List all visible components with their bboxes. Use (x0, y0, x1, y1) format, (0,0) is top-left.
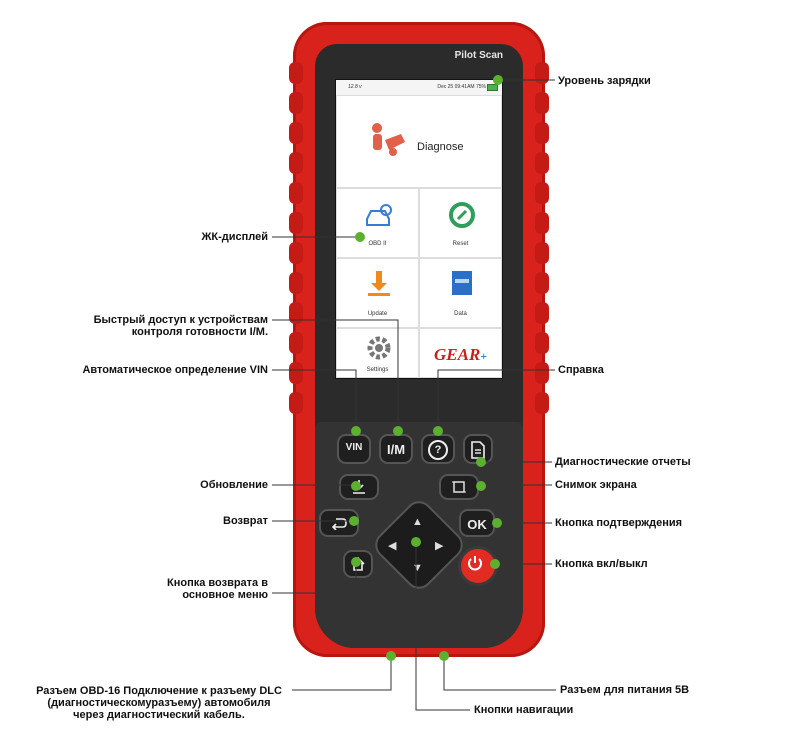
label-battery-level: Уровень зарядки (558, 75, 651, 87)
power-icon (468, 556, 482, 571)
update-button[interactable] (339, 474, 379, 500)
report-button[interactable] (463, 434, 493, 464)
power-button[interactable] (458, 546, 498, 586)
gear-icon (367, 336, 391, 360)
voltage-readout: 12.8 v (348, 84, 362, 90)
scanner-device: Pilot Scan 12.8 v Dec 25 09:41AM 75% Dia… (289, 22, 549, 657)
tile-settings[interactable]: Settings (336, 328, 419, 378)
back-button[interactable] (319, 509, 359, 537)
arrow-right-icon[interactable]: ▶ (435, 540, 444, 552)
tile-obd2[interactable]: OBD II (336, 188, 419, 258)
label-nav-buttons: Кнопки навигации (474, 704, 574, 716)
label-home: Кнопка возврата в основное меню (167, 577, 268, 601)
tile-label-reset: Reset (452, 241, 469, 247)
label-lcd: ЖК-дисплей (201, 231, 268, 243)
label-vin-auto: Автоматическое определение VIN (82, 364, 268, 376)
label-update: Обновление (200, 479, 268, 491)
label-help: Справка (558, 364, 604, 376)
reset-wrench-icon (449, 202, 475, 228)
label-diag-reports: Диагностические отчеты (555, 456, 691, 468)
lcd-screen: 12.8 v Dec 25 09:41AM 75% Diagnose (335, 79, 503, 379)
home-button[interactable] (343, 550, 373, 578)
tile-label-obd2: OBD II (368, 241, 387, 247)
label-confirm: Кнопка подтверждения (555, 517, 683, 529)
label-back: Возврат (223, 515, 268, 527)
download-icon (353, 480, 365, 494)
brand-label: Pilot Scan (454, 50, 503, 61)
document-icon (471, 441, 485, 459)
label-screenshot: Снимок экрана (555, 479, 637, 491)
label-power-port: Разъем для питания 5В (560, 684, 690, 696)
tile-diagnose[interactable]: Diagnose (336, 95, 502, 188)
help-button[interactable]: ? (421, 434, 455, 464)
help-icon: ? (428, 440, 448, 460)
download-icon (368, 271, 390, 296)
tile-label-update: Update (367, 311, 388, 317)
data-book-icon (452, 271, 472, 295)
home-icon (351, 556, 365, 571)
tile-data[interactable]: Data (419, 258, 502, 328)
status-time: Dec 25 09:41AM 75% (437, 84, 486, 90)
battery-icon (487, 84, 498, 91)
vin-button[interactable]: VIN (337, 434, 371, 464)
label-im-quick: Быстрый доступ к устройствам контроля го… (93, 314, 268, 338)
tile-label-settings: Settings (366, 367, 389, 373)
car-search-icon (366, 204, 392, 226)
tile-label-data: Data (454, 311, 467, 317)
tile-update[interactable]: Update (336, 258, 419, 328)
screenshot-icon (452, 481, 466, 493)
mechanic-car-icon (372, 123, 405, 156)
tile-reset[interactable]: Reset (419, 188, 502, 258)
arrow-left-icon[interactable]: ◀ (388, 540, 397, 552)
tile-label-diagnose: Diagnose (417, 141, 464, 153)
gear-plus-logo: GEAR+ (434, 345, 488, 364)
back-arrow-icon (331, 518, 347, 531)
im-button[interactable]: I/M (379, 434, 413, 464)
tile-gear-plus[interactable]: GEAR+ (419, 328, 502, 378)
label-power: Кнопка вкл/выкл (555, 558, 648, 570)
arrow-down-icon[interactable]: ▼ (412, 562, 423, 574)
status-bar: 12.8 v Dec 25 09:41AM 75% (336, 80, 502, 94)
label-obd-port: Разъем OBD-16 Подключение к разъему DLC … (36, 685, 282, 721)
screenshot-button[interactable] (439, 474, 479, 500)
ok-button[interactable]: OK (459, 509, 495, 537)
arrow-up-icon[interactable]: ▲ (412, 516, 423, 528)
